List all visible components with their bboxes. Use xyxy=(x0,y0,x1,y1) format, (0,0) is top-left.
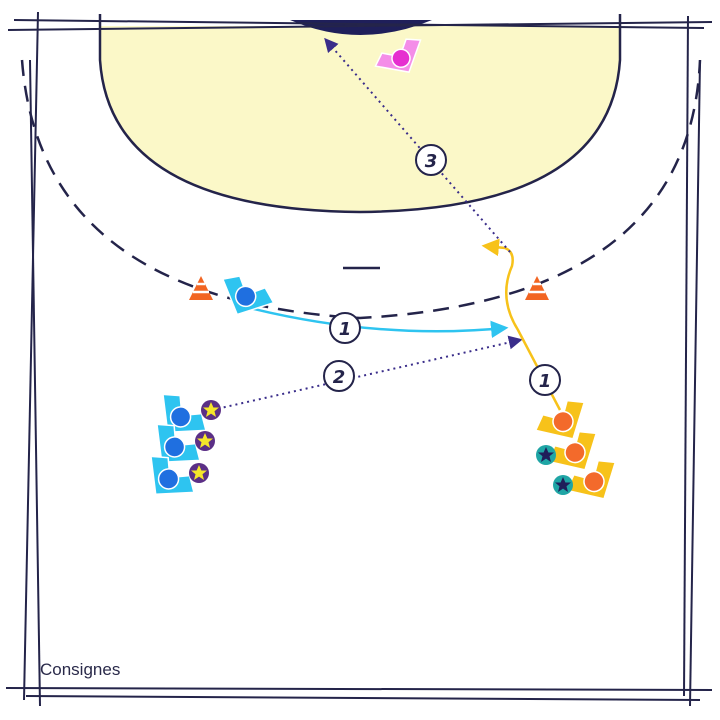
blue-player-front xyxy=(221,275,275,316)
cone-icon-right xyxy=(525,276,549,300)
step-label-1-left: 1 xyxy=(329,312,361,344)
goal-area xyxy=(100,26,620,212)
step-label-1-right: 1 xyxy=(529,364,561,396)
svg-text:1: 1 xyxy=(539,371,552,392)
step-label-3: 3 xyxy=(415,144,447,176)
star-icon-dark-group xyxy=(536,445,573,495)
pass-2 xyxy=(211,335,523,411)
svg-text:1: 1 xyxy=(339,319,352,340)
orange-player-queue xyxy=(534,399,617,500)
goal-area-line xyxy=(98,14,622,214)
svg-text:2: 2 xyxy=(333,367,346,388)
court-border xyxy=(5,11,713,707)
free-throw-line xyxy=(20,59,702,320)
cone-icon-left xyxy=(189,276,213,300)
step-label-2: 2 xyxy=(323,360,355,392)
star-icon-yellow-group xyxy=(189,400,221,483)
run-blue-1 xyxy=(249,306,509,339)
goalkeeper xyxy=(374,38,422,73)
caption-label: Consignes xyxy=(40,660,121,679)
blue-player-queue xyxy=(150,393,207,496)
svg-text:3: 3 xyxy=(425,151,438,172)
